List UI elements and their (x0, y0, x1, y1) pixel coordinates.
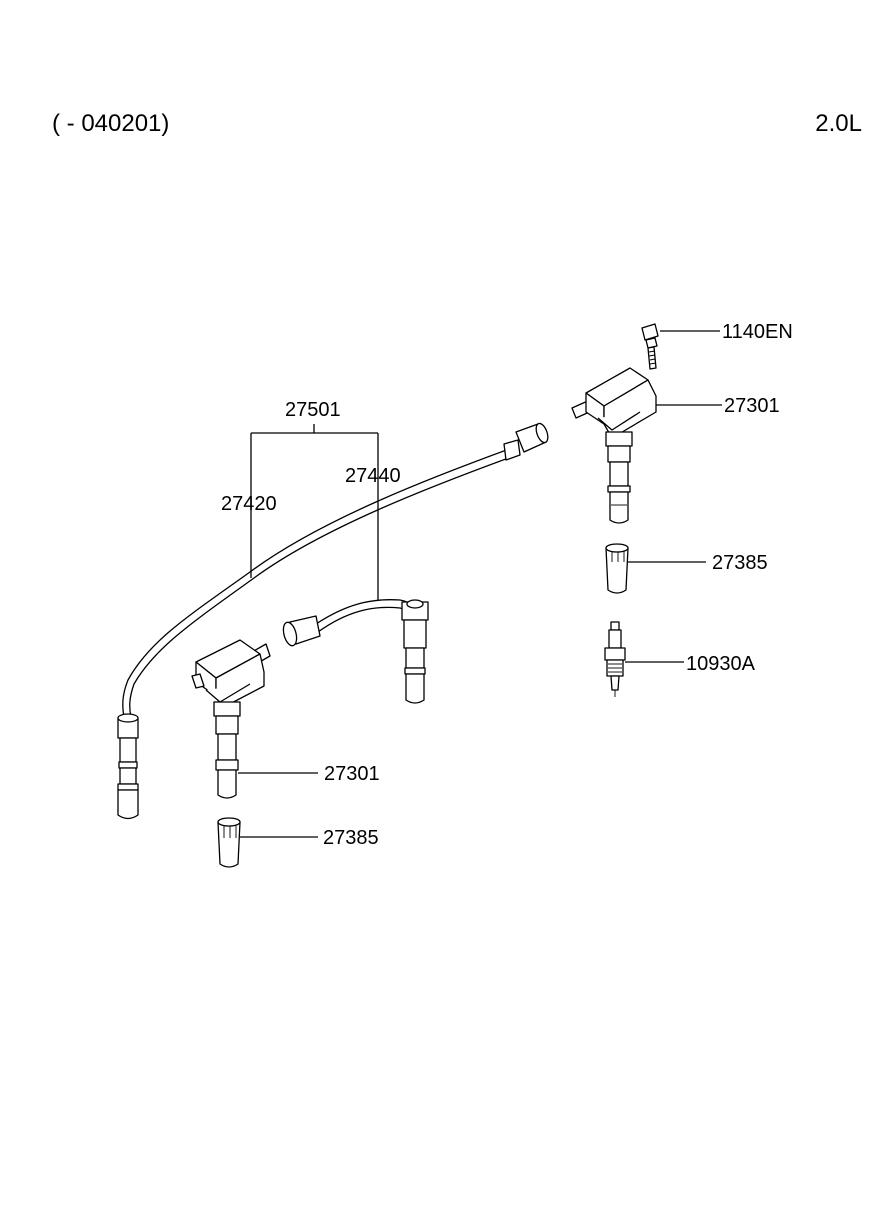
label-spark-plug: 10930A (686, 653, 756, 675)
spark-plug (604, 621, 626, 697)
label-cable-long: 27440 (345, 465, 401, 487)
plug-boot-lower (217, 817, 241, 868)
label-coil-upper: 27301 (724, 395, 780, 417)
ignition-coil-upper (571, 367, 657, 524)
label-coil-lower: 27301 (324, 763, 380, 785)
engine-label: 2.0L (815, 110, 862, 137)
bolt-part (641, 323, 659, 370)
ignition-cable-short (282, 599, 429, 704)
label-bolt: 1140EN (722, 321, 793, 343)
date-range-label: ( - 040201) (52, 110, 169, 137)
label-boot-lower: 27385 (323, 827, 379, 849)
label-boot-upper: 27385 (712, 552, 768, 574)
ignition-coil-lower (191, 639, 271, 799)
plug-boot-upper (605, 543, 629, 594)
bracket-cable-set (250, 424, 379, 600)
label-cable-set: 27501 (285, 399, 341, 421)
ignition-cable-long (117, 422, 549, 820)
label-cable-short: 27420 (221, 493, 277, 515)
